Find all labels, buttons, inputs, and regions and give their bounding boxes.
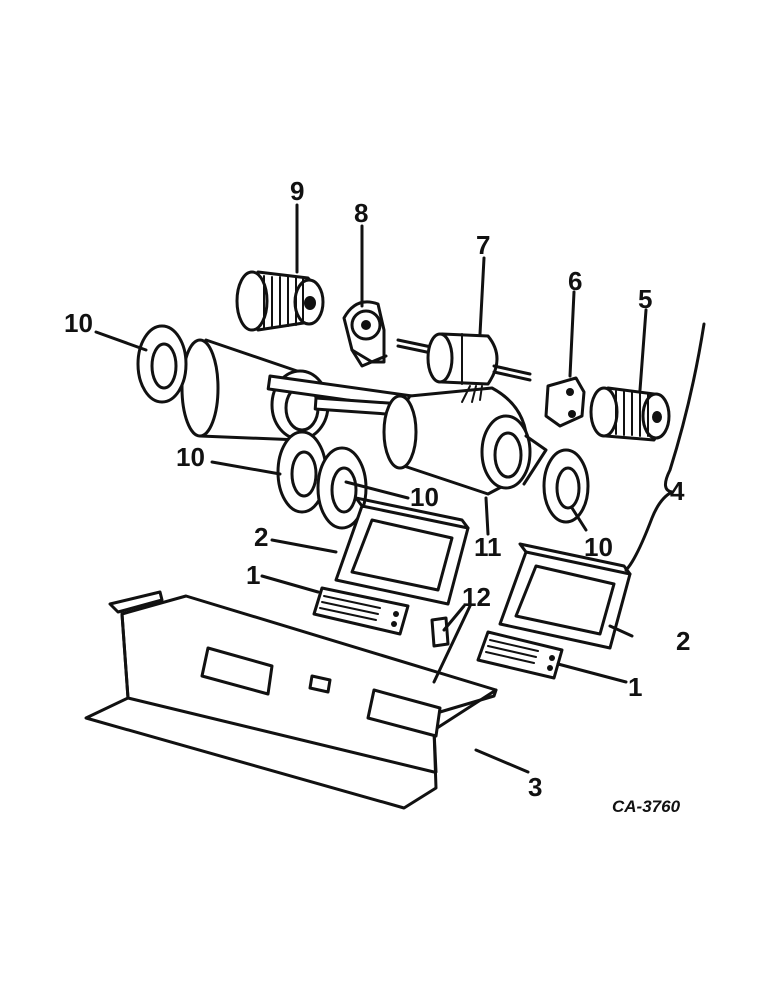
label-7: 7 [476,230,490,260]
adapter-frame-right [498,542,632,650]
label-6: 6 [568,266,582,296]
blower-motor [396,332,532,403]
seal-ring-lower-left [276,430,328,514]
label-1-left: 1 [246,560,260,590]
seal-ring-left-end [136,324,188,404]
label-4: 4 [670,476,685,506]
label-10-lower-middle: 10 [410,482,439,512]
label-10-right: 10 [584,532,613,562]
air-louver-right [476,630,564,680]
blower-housing-left [180,338,436,442]
label-10-lower-left: 10 [176,442,205,472]
label-9: 9 [290,176,304,206]
label-5: 5 [638,284,652,314]
label-11: 11 [474,532,502,562]
blower-wheel-left [235,270,325,332]
blower-wheel-right [589,386,671,442]
label-12: 12 [462,582,491,612]
label-3: 3 [528,772,542,802]
callout-labels: 9 8 7 6 5 4 10 10 10 10 11 2 2 1 1 12 3 … [64,176,690,816]
seal-ring-lower-middle [316,446,368,530]
motor-bracket-right [544,376,586,428]
motor-bracket-left [342,300,388,368]
adapter-frame-left [334,496,470,606]
air-louver-left [312,586,410,636]
label-1-right: 1 [628,672,642,702]
blower-switch [430,604,466,648]
label-2-right: 2 [676,626,690,656]
drawing-code: CA-3760 [612,797,681,816]
seal-ring-right-end [542,448,590,524]
leader-lines [94,203,706,774]
heater-housing-tray [84,590,498,810]
label-10-left: 10 [64,308,93,338]
label-8: 8 [354,198,368,228]
blower-housing-right [382,386,548,496]
label-2-left: 2 [254,522,268,552]
